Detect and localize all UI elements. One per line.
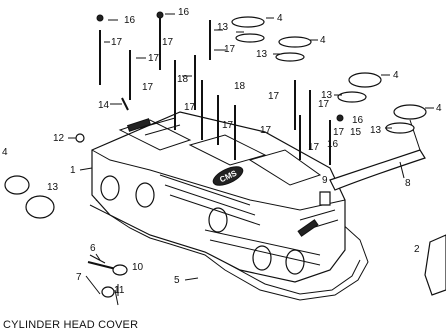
callout-12: 12 [53,133,65,144]
callout-17: 17 [333,127,345,138]
callout-17: 17 [268,91,280,102]
callout-13: 13 [256,49,268,60]
callout-4: 4 [277,13,283,24]
callout-17: 17 [111,37,123,48]
part-9-plug [319,191,331,206]
callout-6: 6 [90,243,96,254]
callout-14: 14 [98,100,110,111]
callout-17: 17 [222,120,234,131]
callout-17: 17 [184,102,196,113]
part-12-washer [75,133,85,143]
callout-16: 16 [327,139,339,150]
watermark-badge [212,166,244,186]
callout-4: 4 [436,103,442,114]
callout-17: 17 [260,125,272,136]
callout-16: 16 [352,115,364,126]
callout-17: 17 [224,44,236,55]
callout-11: 11 [114,285,125,296]
callout-18: 18 [177,74,189,85]
callout-17: 17 [148,53,160,64]
callout-18: 18 [234,81,246,92]
callout-8: 8 [405,178,411,189]
callout-17: 17 [162,37,174,48]
callout-4: 4 [320,35,326,46]
bolt-group-left [96,11,344,165]
callout-15: 15 [350,127,362,138]
tachometer-drive-group [87,254,128,306]
callout-17: 17 [318,99,330,110]
oil-cap-group [4,16,427,219]
callout-4: 4 [2,147,8,158]
part-2-bracket [424,234,446,296]
cylinder-head-cover: CMS [91,111,346,283]
callout-17: 17 [308,142,320,153]
callout-9: 9 [322,175,328,186]
part-14-clip [121,97,129,111]
head-cover-gasket [89,204,369,301]
callout-13: 13 [217,22,229,33]
leader-lines [68,13,434,296]
callout-17: 17 [142,82,154,93]
callout-13: 13 [370,125,382,136]
callout-7: 7 [76,272,82,283]
callout-4: 4 [393,70,399,81]
callout-16: 16 [124,15,136,26]
callout-5: 5 [174,275,180,286]
diagram-caption: CYLINDER HEAD COVER [3,319,138,331]
callout-16: 16 [178,7,190,18]
callout-13: 13 [47,182,59,193]
callout-13: 13 [321,90,333,101]
callout-1: 1 [70,165,76,176]
callout-10: 10 [132,262,144,273]
callout-2: 2 [414,244,420,255]
callout-labels: 16 16 17 17 17 17 17 17 17 17 17 17 17 1… [2,7,442,296]
